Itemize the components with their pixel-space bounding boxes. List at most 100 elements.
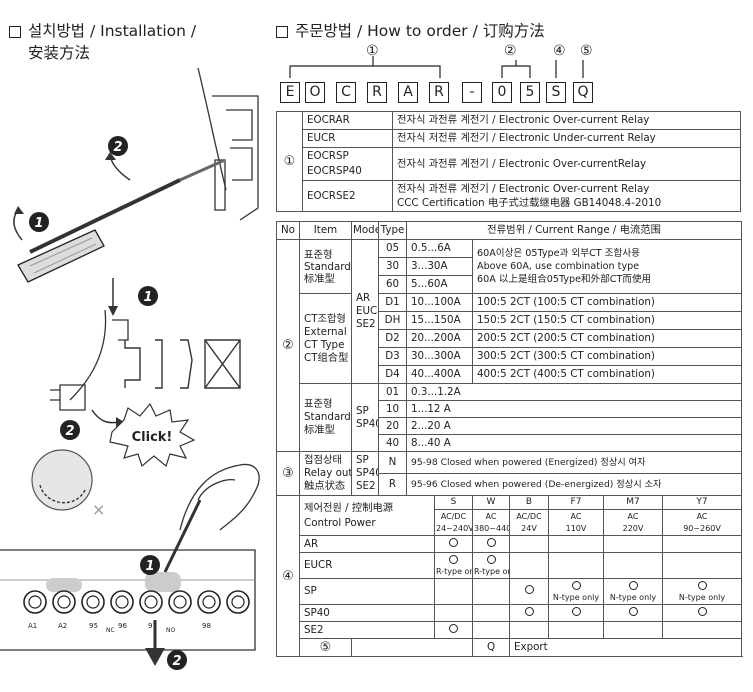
ct-combination: 150:5 2CT (150:5 CT combination) [471, 311, 743, 330]
power-model-sp: SP [299, 578, 435, 605]
range-value: 8...40 A [405, 434, 743, 452]
section-4-marker: ④ [276, 495, 300, 657]
header-item: Item [299, 221, 352, 240]
type-code: D1 [378, 293, 407, 312]
terminal-highlight [46, 578, 82, 592]
step-1-icon: 1 [138, 286, 158, 306]
power-code: W [472, 495, 510, 510]
code-char: O [305, 82, 325, 103]
header-model: Model [351, 221, 379, 240]
available-circle-icon [697, 580, 707, 590]
terminal-label-96: 96 [118, 622, 127, 630]
section-3-marker: ③ [276, 451, 300, 496]
code-char: 0 [492, 82, 512, 103]
model-desc: 전자식 과전류 계전기 / Electronic Over-current Re… [392, 111, 741, 130]
click-burst-icon [109, 402, 196, 468]
cross-mark-icon: × [92, 500, 105, 519]
step-1-icon: 1 [140, 555, 160, 575]
svg-text:2: 2 [65, 424, 74, 439]
export-label: Export [508, 638, 743, 657]
rotate-arrow-icon [13, 209, 23, 241]
available-circle-icon [628, 606, 638, 616]
terminal-label-a1: A1 [28, 622, 37, 630]
spec-table: No Item Model Type 전류범위 / Current Range … [276, 221, 743, 657]
power-model-sp40: SP40 [299, 604, 435, 622]
type-code: 05 [378, 239, 407, 258]
n-type-note: N-type only [552, 592, 600, 602]
marker-1: ① [366, 43, 379, 59]
type-code: 40 [378, 434, 407, 452]
range-value: 40...400A [406, 365, 473, 384]
model-code: EUCR [302, 129, 393, 148]
header-no: No [276, 221, 300, 240]
code-char: Q [573, 82, 593, 103]
export-code: Q [472, 638, 510, 657]
type-code: 60 [378, 275, 407, 294]
power-code: M7 [603, 495, 663, 510]
type-code: N [378, 451, 407, 474]
svg-text:1: 1 [34, 216, 43, 231]
code-char: S [546, 82, 566, 103]
ct-combination: 400:5 2CT (400:5 CT combination) [471, 365, 743, 384]
svg-text:2: 2 [172, 654, 181, 669]
model-code: EOCRAR [302, 111, 393, 130]
type-code: D4 [378, 365, 407, 384]
marker-5: ⑤ [580, 43, 593, 59]
r-type-note: R-type only [474, 566, 509, 576]
power-model-se2: SE2 [299, 621, 435, 639]
header-type: Type [378, 221, 407, 240]
power-model-ar: AR [299, 535, 435, 553]
power-code: Y7 [661, 495, 743, 510]
available-circle-icon [697, 606, 707, 616]
model-desc: 전자식 저전류 계전기 / Electronic Under-current R… [392, 129, 741, 148]
order-title: 주문방법 / How to order / 订购方法 [295, 22, 545, 40]
click-label: Click! [132, 430, 173, 445]
type-code: R [378, 473, 407, 496]
model-desc: 전자식 과전류 계전기 / Electronic Over-currentRel… [392, 147, 741, 181]
model-desc: 전자식 과전류 계전기 / Electronic Over-current Re… [392, 180, 741, 212]
type-code: D2 [378, 329, 407, 348]
available-circle-icon [486, 554, 496, 564]
available-circle-icon [571, 580, 581, 590]
code-bracket-lines [289, 56, 584, 78]
din-rail-icons [124, 339, 241, 389]
step-2-icon: 2 [60, 420, 80, 440]
terminal-label-95: 95 [89, 622, 98, 630]
terminal-label-98: 98 [202, 622, 211, 630]
arrow-down-icon [108, 306, 118, 316]
relay-desc: 95-98 Closed when powered (Energized) 정상… [405, 451, 743, 474]
code-char: C [336, 82, 356, 103]
type-code: 20 [378, 417, 407, 435]
installation-illustration: 1 2 1 2 Click! × A1 [0, 67, 260, 670]
code-char: 5 [520, 82, 540, 103]
relay-side-sketch-top [197, 67, 259, 221]
ct-combination: 300:5 2CT (300:5 CT combination) [471, 347, 743, 366]
code-char: R [429, 82, 449, 103]
hand-screwdriver-icon [163, 463, 260, 573]
dial-icon [31, 449, 93, 511]
range-value: 0.5...6A [406, 239, 473, 258]
type-code: 10 [378, 400, 407, 418]
ct-combination: 200:5 2CT (200:5 CT combination) [471, 329, 743, 348]
available-circle-icon [486, 537, 496, 547]
marker-2: ② [504, 43, 517, 59]
power-code: S [434, 495, 473, 510]
range-value: 15...150A [406, 311, 473, 330]
step-2-icon: 2 [108, 136, 128, 156]
ct-combination: 100:5 2CT (100:5 CT combination) [471, 293, 743, 312]
range-value: 30...300A [406, 347, 473, 366]
arrow-right-icon [116, 417, 124, 427]
relay-side-sketch-middle [50, 309, 129, 411]
terminal-label-nc: NC [106, 627, 115, 634]
terminal-label-no: NO [166, 627, 175, 634]
step-1-icon: 1 [29, 212, 49, 232]
